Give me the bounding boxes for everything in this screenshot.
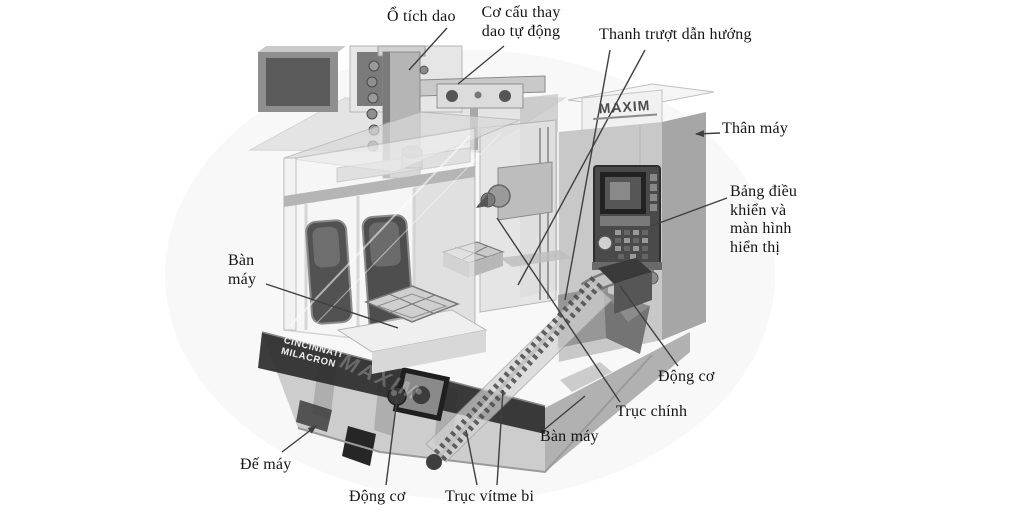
leader-table-right: [544, 395, 586, 430]
leader-ball-screw-1: [465, 429, 478, 486]
ball-screw-unit: [425, 258, 652, 470]
screw-end-bearing: [426, 454, 442, 470]
leader-motor-bottom: [385, 398, 398, 486]
cutting-tool: [476, 194, 488, 208]
button-grid: [615, 230, 648, 259]
label-motor-bottom: Động cơ: [349, 488, 406, 505]
table-unit: [336, 285, 488, 374]
leader-tool-magazine: [408, 27, 448, 71]
label-control-panel: Bảng điều khiển và màn hình hiển thị: [730, 183, 798, 256]
label-tool-magazine: Ổ tích dao: [387, 8, 456, 25]
leader-motor-right: [619, 285, 679, 367]
leader-base: [281, 425, 317, 453]
label-ball-screw: Trục vítme bi: [445, 488, 535, 505]
label-machine-body: Thân máy: [722, 120, 789, 137]
leader-tool-changer: [457, 45, 505, 85]
label-table-left: Bàn máy: [228, 252, 257, 288]
keyboard-strip: [600, 216, 650, 226]
label-tool-changer: Cơ cấu thay dao tự động: [481, 4, 561, 40]
axis-motors: [387, 386, 407, 406]
leader-lines: [265, 27, 728, 486]
leader-guide-rail-2: [517, 49, 646, 286]
leader-control-panel: [650, 197, 728, 227]
leader-machine-body: [695, 130, 721, 138]
label-table-right: Bàn máy: [540, 428, 599, 445]
screw-drive-motor: [598, 258, 652, 284]
leader-guide-rail-1: [564, 49, 611, 301]
label-guide-rails: Thanh trượt dẫn hướng: [599, 26, 752, 43]
label-motor-right: Động cơ: [658, 368, 715, 385]
label-base: Đế máy: [240, 456, 292, 473]
leader-table-left: [265, 283, 399, 329]
leader-ball-screw-2: [496, 389, 504, 486]
panel-dial: [597, 235, 613, 251]
leader-spindle: [496, 217, 621, 403]
label-spindle: Trục chính: [616, 403, 688, 420]
